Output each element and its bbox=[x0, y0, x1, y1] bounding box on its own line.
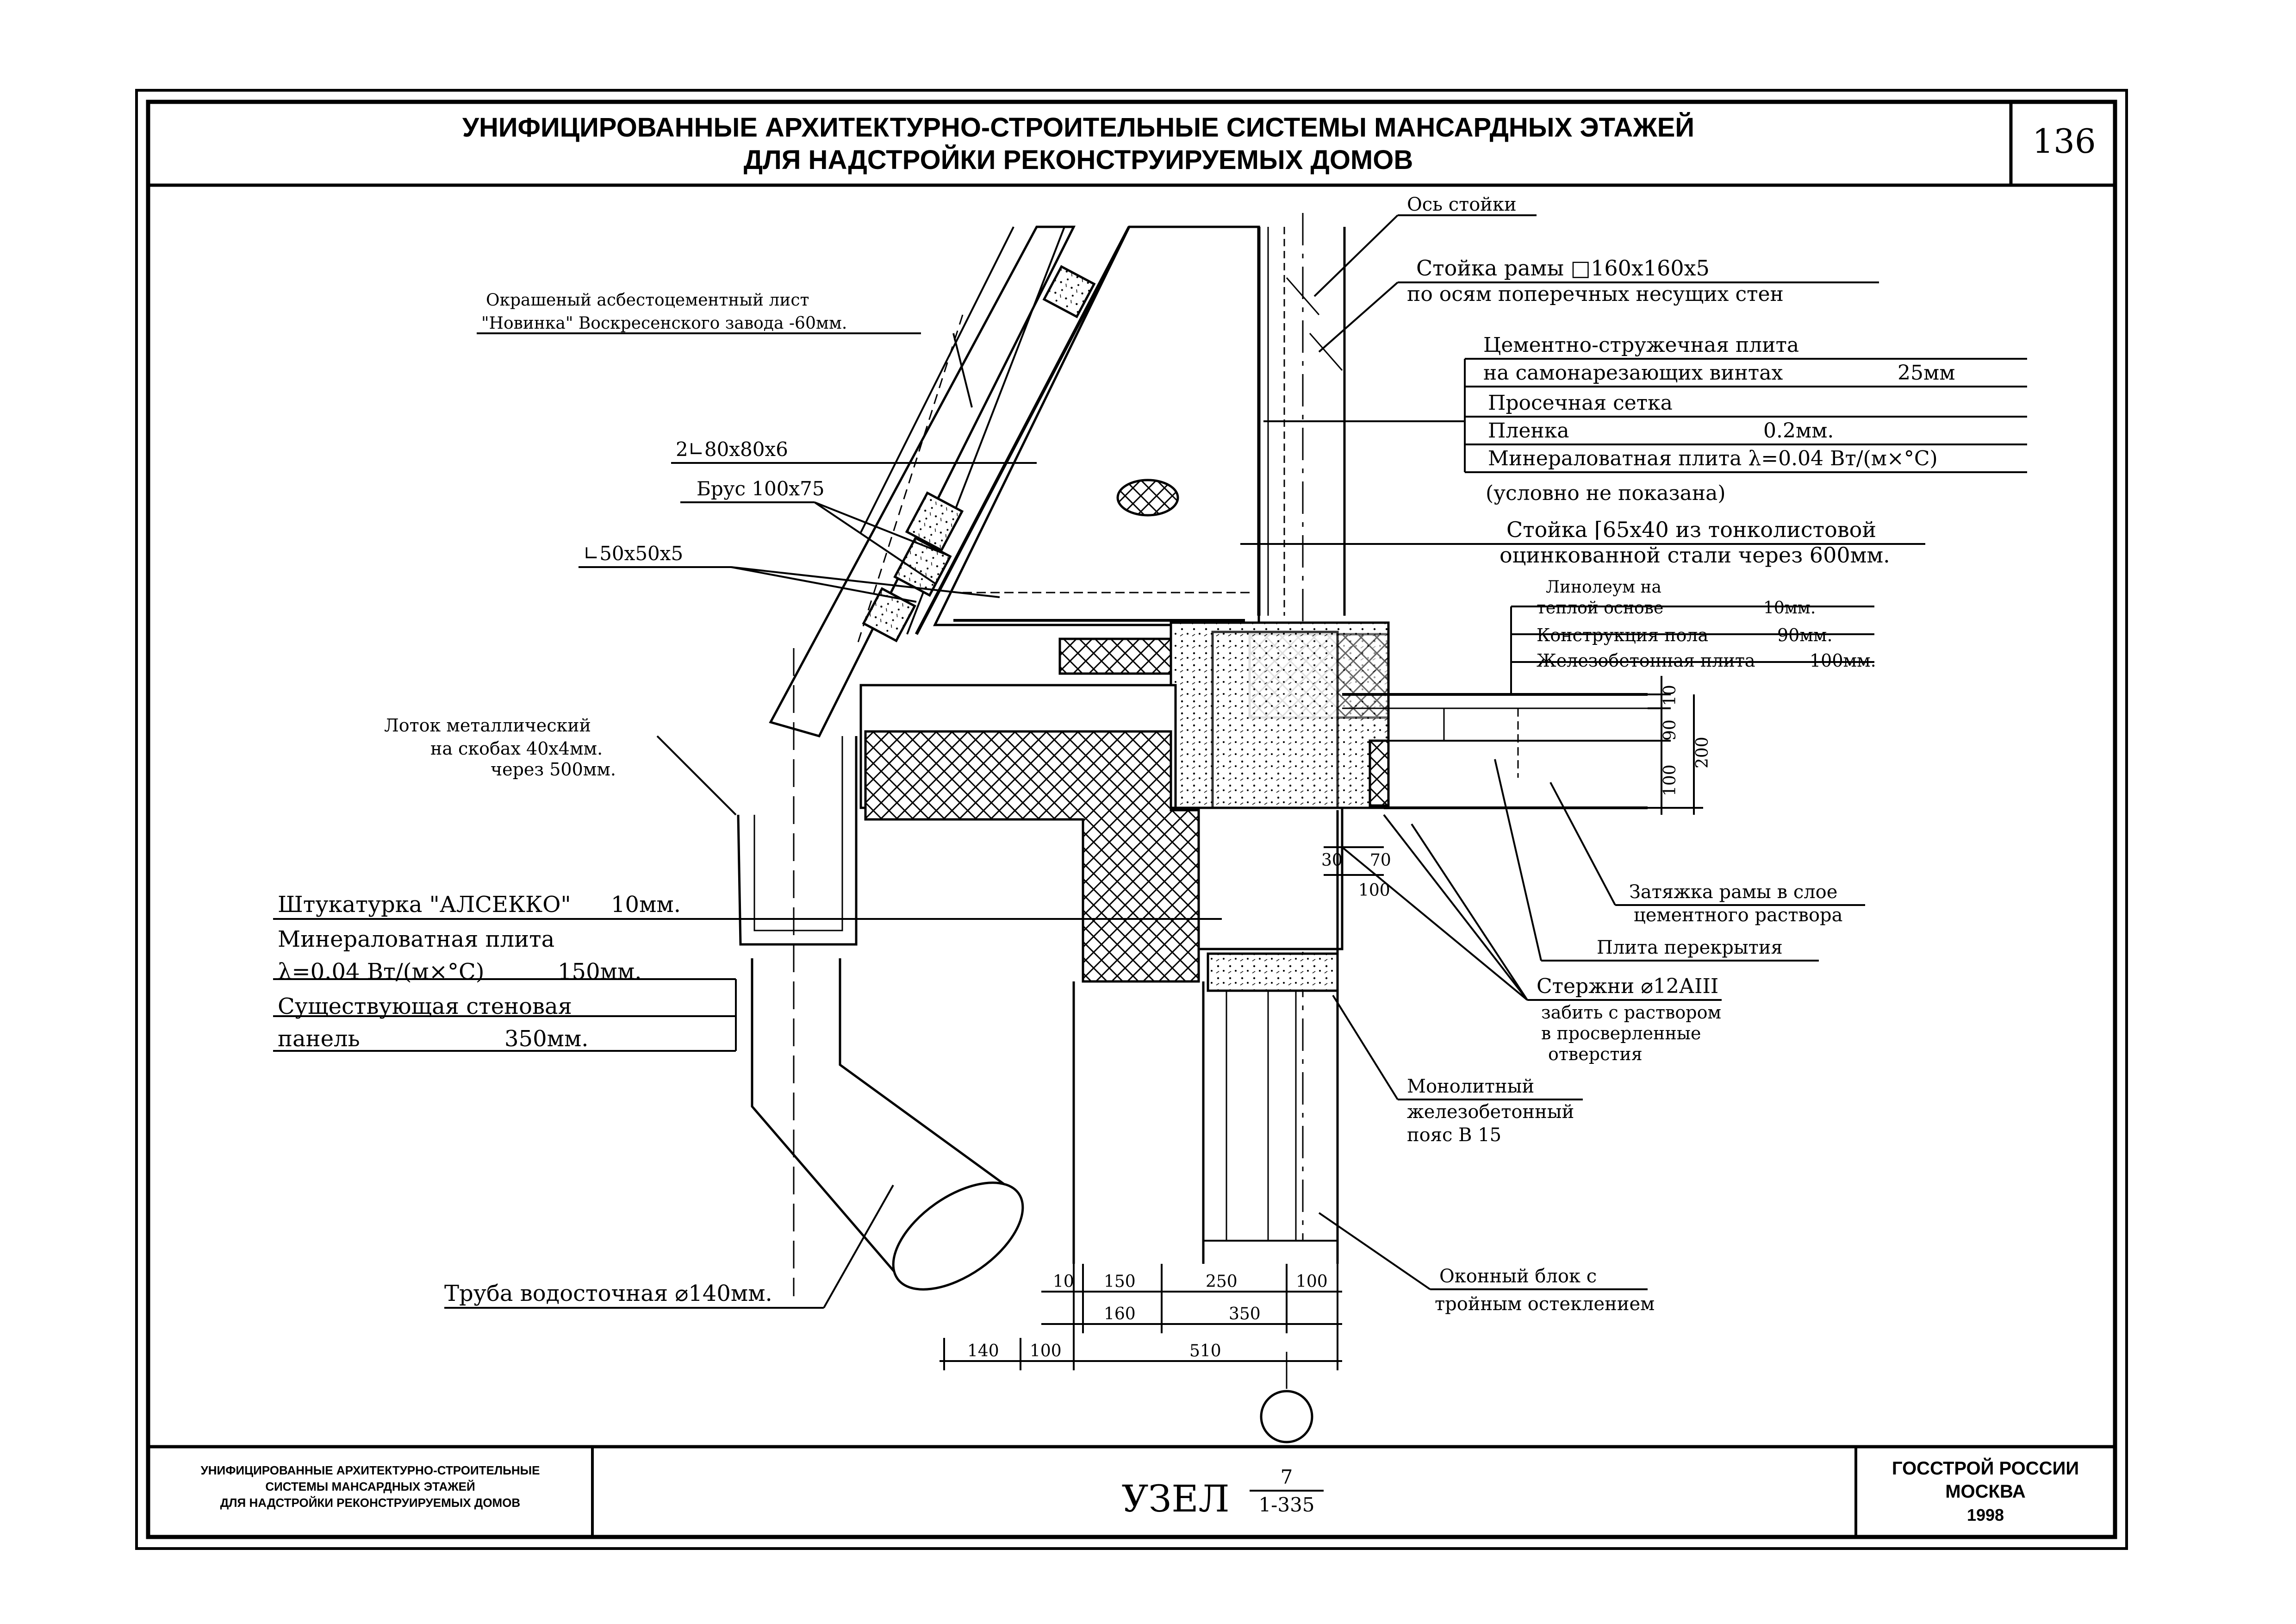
label-stud-2: оцинкованной стали через 600мм. bbox=[1500, 543, 1890, 568]
label-belt-3: пояс В 15 bbox=[1407, 1124, 1501, 1146]
dimension-lines bbox=[940, 676, 1703, 1370]
header-title-line1: УНИФИЦИРОВАННЫЕ АРХИТЕКТУРНО-СТРОИТЕЛЬНЫ… bbox=[462, 112, 1694, 143]
label-csp: Цементно-стружечная плита bbox=[1483, 333, 1799, 357]
dim-200-vertical: 200 bbox=[1693, 737, 1712, 768]
roof-slope bbox=[769, 225, 1131, 737]
label-angle-pair: 2∟80х80х6 bbox=[676, 438, 788, 461]
dimension-text: 10 90 100 200 30 70 100 10 150 250 100 1… bbox=[967, 685, 1712, 1361]
label-csp-2: на самонарезающих винтах bbox=[1483, 361, 1783, 385]
label-wall-panel: Существующая стеновая bbox=[278, 993, 572, 1019]
label-mineral-inner: Минераловатная плита λ=0.04 Вт/(м×°С) bbox=[1488, 447, 1938, 470]
stamp-org-line1: ГОССТРОЙ РОССИИ bbox=[1892, 1457, 2079, 1479]
dim-100-vertical: 100 bbox=[1661, 764, 1680, 796]
label-film: Пленка bbox=[1488, 419, 1569, 443]
stamp-node-reference: 1-335 bbox=[1258, 1493, 1314, 1516]
label-linoleum-2: теплой основе bbox=[1537, 599, 1663, 618]
label-rods-4: отверстия bbox=[1548, 1044, 1643, 1064]
gutter-and-downpipe bbox=[737, 736, 1024, 1291]
label-beam: Брус 100х75 bbox=[697, 477, 825, 500]
label-frame-post-2: по осям поперечных несущих стен bbox=[1407, 282, 1784, 306]
stamp-org-line3: 1998 bbox=[1967, 1505, 2004, 1524]
dim-row3-140: 140 bbox=[967, 1342, 999, 1361]
sheet-number: 136 bbox=[2032, 122, 2096, 161]
label-rc-slab-thickness: 100мм. bbox=[1810, 650, 1876, 671]
dim-70: 70 bbox=[1370, 851, 1391, 870]
label-floor-slab: Плита перекрытия bbox=[1597, 937, 1783, 958]
label-rods: Стержни ⌀12АIII bbox=[1537, 974, 1718, 998]
label-mineral-outer-thickness: 150мм. bbox=[558, 959, 642, 985]
leader-lines bbox=[273, 214, 2027, 1309]
dim-row3-100: 100 bbox=[1030, 1342, 1062, 1361]
label-stud: Стойка ⌈65х40 из тонколистовой bbox=[1506, 517, 1876, 542]
label-floor-construction-thickness: 90мм. bbox=[1777, 625, 1833, 645]
stamp-node-number: 7 bbox=[1281, 1466, 1293, 1488]
sheet-frame bbox=[135, 89, 2128, 1550]
existing-wall-panel bbox=[793, 648, 1339, 1296]
label-mineral-outer: Минераловатная плита bbox=[278, 926, 554, 952]
label-csp-thickness: 25мм bbox=[1898, 361, 1955, 385]
dim-row2-350: 350 bbox=[1229, 1305, 1261, 1324]
label-linoleum: Линолеум на bbox=[1546, 578, 1661, 597]
label-roof-sheet: Окрашеный асбестоцементный лист bbox=[486, 291, 809, 310]
label-plaster: Штукатурка "АЛСЕККО" bbox=[278, 892, 571, 918]
stamp-left-line2: СИСТЕМЫ МАНСАРДНЫХ ЭТАЖЕЙ bbox=[265, 1480, 475, 1493]
label-wall-panel-2: панель bbox=[278, 1026, 360, 1052]
stamp-left-line3: ДЛЯ НАДСТРОЙКИ РЕКОНСТРУИРУЕМЫХ ДОМОВ bbox=[220, 1496, 520, 1510]
stamp-org-line2: МОСКВА bbox=[1945, 1481, 2026, 1502]
dim-row1-10: 10 bbox=[1053, 1272, 1074, 1291]
label-gutter-3: через 500мм. bbox=[491, 759, 616, 780]
label-rods-3: в просверленные bbox=[1541, 1023, 1701, 1043]
label-gutter-2: на скобах 40х4мм. bbox=[430, 738, 603, 759]
label-gutter: Лоток металлический bbox=[384, 715, 591, 736]
outer-insulation bbox=[864, 730, 1200, 983]
label-belt-2: железобетонный bbox=[1407, 1101, 1574, 1123]
label-frame-post: Стойка рамы □160х160х5 bbox=[1416, 256, 1710, 281]
label-floor-construction: Конструкция пола bbox=[1537, 625, 1708, 645]
label-downpipe: Труба водосточная ⌀140мм. bbox=[444, 1280, 772, 1306]
label-mesh: Просечная сетка bbox=[1488, 391, 1673, 415]
dim-100-side: 100 bbox=[1358, 881, 1390, 900]
dim-row2-160: 160 bbox=[1104, 1305, 1136, 1324]
stamp-node-label: УЗЕЛ bbox=[1122, 1477, 1230, 1520]
label-axis: Ось стойки bbox=[1407, 194, 1517, 215]
label-rc-slab: Железобетонная плита bbox=[1537, 650, 1755, 671]
label-plaster-thickness: 10мм. bbox=[611, 892, 681, 918]
dim-row1-100: 100 bbox=[1296, 1272, 1328, 1291]
label-window: Оконный блок с bbox=[1439, 1266, 1597, 1287]
label-frame-tie: Затяжка рамы в слое bbox=[1629, 881, 1837, 903]
label-film-thickness: 0.2мм. bbox=[1763, 419, 1834, 443]
axis-marker bbox=[1260, 1352, 1313, 1443]
label-angle-small: ∟50х50х5 bbox=[583, 542, 683, 565]
header-title-line2: ДЛЯ НАДСТРОЙКИ РЕКОНСТРУИРУЕМЫХ ДОМОВ bbox=[744, 145, 1413, 175]
label-belt: Монолитный bbox=[1407, 1076, 1534, 1097]
label-mineral-outer-2: λ=0.04 Вт/(м×°С) bbox=[278, 959, 485, 985]
label-frame-tie-2: цементного раствора bbox=[1634, 905, 1843, 926]
label-not-shown: (условно не показана) bbox=[1486, 481, 1726, 505]
stamp-left-line1: УНИФИЦИРОВАННЫЕ АРХИТЕКТУРНО-СТРОИТЕЛЬНЫ… bbox=[201, 1463, 540, 1477]
title-block-header: УНИФИЦИРОВАННЫЕ АРХИТЕКТУРНО-СТРОИТЕЛЬНЫ… bbox=[462, 112, 2096, 175]
labels: Ось стойки Стойка рамы □160х160х5 по ося… bbox=[278, 194, 1955, 1315]
label-wall-panel-thickness: 350мм. bbox=[504, 1026, 589, 1052]
label-rods-2: забить с раствором bbox=[1541, 1002, 1721, 1023]
label-linoleum-thickness: 10мм. bbox=[1763, 599, 1816, 618]
label-roof-sheet-2: "Новинка" Воскресенского завода -60мм. bbox=[481, 314, 847, 333]
label-window-2: тройным остеклением bbox=[1435, 1293, 1655, 1315]
title-stamp: УНИФИЦИРОВАННЫЕ АРХИТЕКТУРНО-СТРОИТЕЛЬНЫ… bbox=[201, 1457, 2079, 1524]
dim-90-vertical: 90 bbox=[1661, 719, 1680, 741]
dim-row3-510: 510 bbox=[1189, 1342, 1221, 1361]
dim-10-vertical: 10 bbox=[1661, 685, 1680, 706]
dim-row1-250: 250 bbox=[1206, 1272, 1238, 1291]
dim-row1-150: 150 bbox=[1104, 1272, 1136, 1291]
dim-30: 30 bbox=[1321, 851, 1343, 870]
